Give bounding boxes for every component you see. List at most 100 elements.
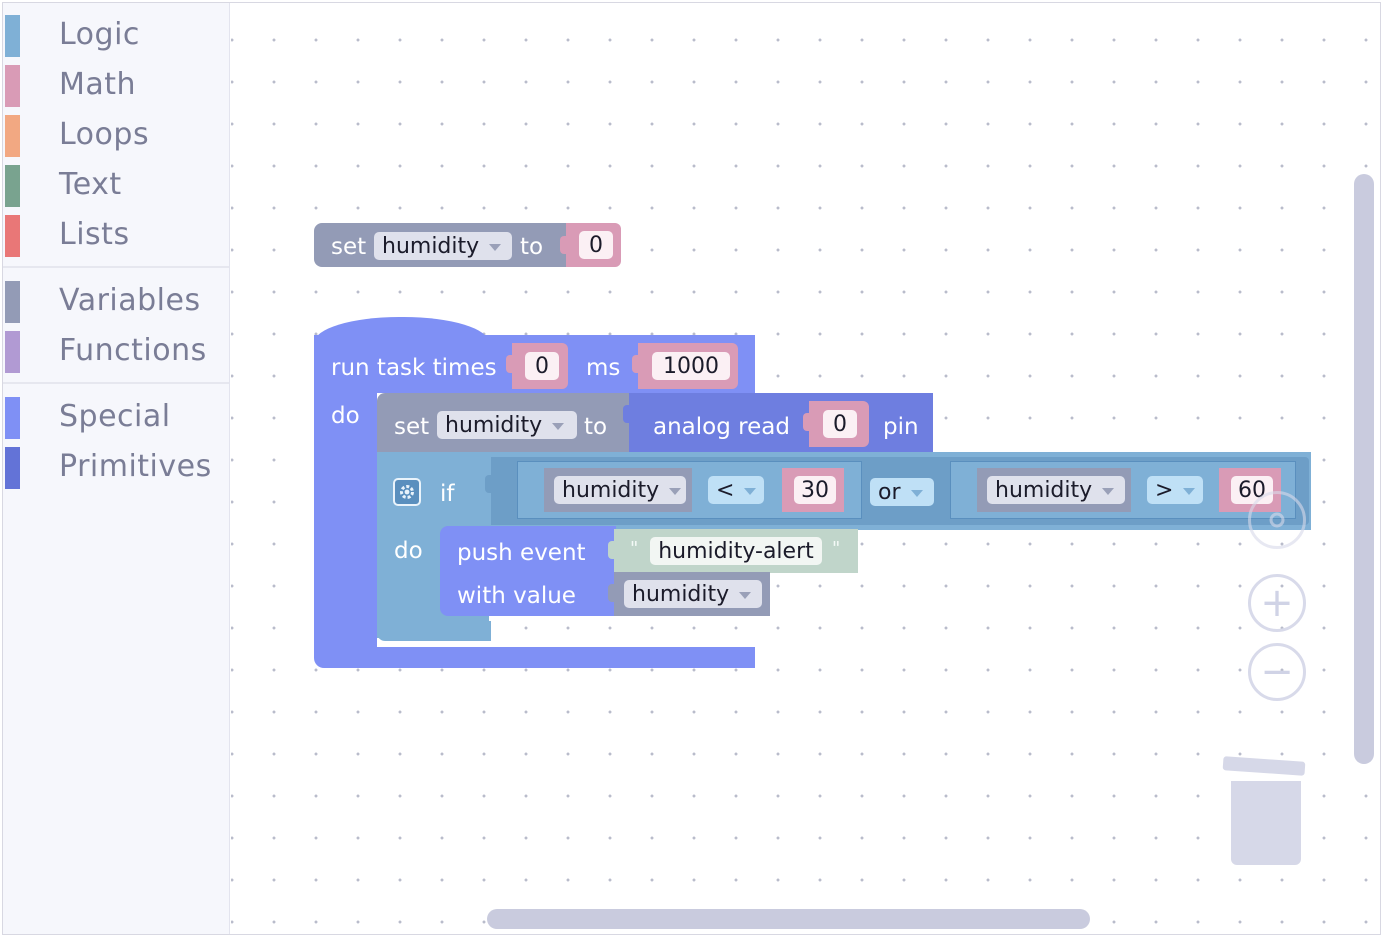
variable-dropdown[interactable]: humidity (624, 580, 762, 608)
input-notch (608, 541, 616, 559)
variable-dropdown[interactable]: humidity (987, 476, 1125, 504)
variable-dropdown[interactable]: humidity (554, 476, 686, 504)
trash-icon[interactable] (1221, 753, 1307, 867)
run-task-footer (314, 647, 755, 668)
category-color-swatch (5, 115, 20, 157)
text-field[interactable]: humidity-alert (650, 537, 822, 565)
toolbox-category-logic[interactable]: Logic (3, 11, 229, 59)
number-block[interactable]: 1000 (632, 343, 738, 389)
variable-name: humidity (382, 233, 480, 259)
toolbox-category-loops[interactable]: Loops (3, 111, 229, 159)
number-field[interactable]: 30 (794, 476, 836, 504)
input-notch (803, 413, 811, 431)
variable-dropdown[interactable]: humidity (374, 232, 512, 260)
toolbox-category-lists[interactable]: Lists (3, 211, 229, 259)
operator-symbol: < (716, 477, 735, 503)
number-field[interactable]: 0 (525, 352, 559, 380)
with-value-keyword: with value (457, 583, 576, 609)
number-block[interactable]: 30 (782, 468, 844, 512)
category-color-swatch (5, 447, 20, 489)
category-label: Functions (59, 333, 207, 368)
category-label: Special (59, 399, 171, 434)
horizontal-scrollbar[interactable] (487, 909, 1090, 929)
to-keyword: to (520, 234, 544, 260)
push-event-keyword: push event (457, 540, 586, 566)
push-event-block[interactable]: push event with value (440, 526, 616, 616)
variable-get-block[interactable]: humidity (977, 468, 1131, 512)
compare-block-right[interactable]: humidity > 60 (950, 461, 1296, 519)
run-task-do-arm (314, 387, 377, 649)
do-keyword: do (331, 403, 360, 429)
crosshair-icon[interactable] (1248, 491, 1306, 549)
vertical-scrollbar[interactable] (1354, 174, 1374, 764)
logic-operator-dropdown[interactable]: or (870, 478, 934, 506)
plus-icon: + (1260, 580, 1294, 626)
variable-name: humidity (632, 581, 730, 607)
if-keyword: if (440, 481, 455, 507)
to-keyword: to (584, 414, 608, 440)
variable-name: humidity (995, 477, 1093, 503)
logic-operation-block[interactable]: humidity < 30 or humidity > 60 (485, 457, 1309, 525)
number-field[interactable]: 0 (579, 231, 613, 259)
variable-get-block[interactable]: humidity (608, 572, 770, 616)
input-notch (560, 236, 568, 254)
toolbox-category-variables[interactable]: Variables (3, 277, 229, 325)
if-do-arm (377, 530, 440, 630)
variable-dropdown[interactable]: humidity (437, 411, 577, 439)
category-color-swatch (5, 65, 20, 107)
chevron-down-icon (739, 591, 752, 599)
set-variable-block-inner[interactable]: set humidity to (377, 393, 639, 453)
chevron-down-icon (1102, 487, 1115, 495)
category-color-swatch (5, 397, 20, 439)
input-notch (632, 355, 640, 373)
set-variable-block-top[interactable]: set humidity to 0 (314, 223, 621, 267)
zoom-out-button[interactable]: − (1248, 643, 1306, 701)
toolbox-category-primitives[interactable]: Primitives (3, 443, 229, 491)
pin-keyword: pin (883, 414, 919, 440)
toolbox-separator (3, 382, 229, 384)
toolbox-category-special[interactable]: Special (3, 393, 229, 441)
category-color-swatch (5, 165, 20, 207)
number-block[interactable]: 0 (506, 343, 568, 389)
variable-name: humidity (445, 412, 543, 438)
operator-dropdown[interactable]: < (708, 476, 764, 504)
set-keyword: set (331, 234, 367, 260)
compare-block-left[interactable]: humidity < 30 (517, 461, 862, 519)
set-keyword: set (394, 414, 430, 440)
number-field[interactable]: 1000 (652, 352, 730, 380)
input-notch (608, 584, 616, 602)
mutator-gear-icon[interactable] (393, 478, 421, 506)
number-field[interactable]: 0 (823, 410, 857, 438)
category-color-swatch (5, 281, 20, 323)
run-task-block[interactable]: run task times 0 ms 1000 do (314, 317, 755, 668)
quote-close-icon: " (832, 538, 841, 559)
if-bottom (377, 621, 491, 641)
category-label: Lists (59, 217, 130, 252)
category-label: Math (59, 67, 137, 102)
zoom-in-button[interactable]: + (1248, 574, 1306, 632)
trash-body (1231, 781, 1301, 865)
operator-dropdown[interactable]: > (1147, 476, 1203, 504)
input-notch (485, 475, 493, 493)
analog-read-keyword: analog read (653, 414, 790, 440)
toolbox-category-text[interactable]: Text (3, 161, 229, 209)
toolbox-category-functions[interactable]: Functions (3, 327, 229, 375)
category-color-swatch (5, 15, 20, 57)
category-color-swatch (5, 331, 20, 373)
chevron-down-icon (1183, 487, 1196, 495)
number-block[interactable]: 0 (560, 223, 621, 267)
category-label: Variables (59, 283, 201, 318)
category-label: Text (59, 167, 122, 202)
operator-word: or (878, 479, 901, 505)
chevron-down-icon (552, 422, 565, 430)
minus-icon: − (1260, 649, 1294, 695)
number-block[interactable]: 0 (803, 401, 869, 447)
variable-get-block[interactable]: humidity (544, 468, 692, 512)
analog-read-block[interactable]: analog read 0 pin (623, 393, 933, 453)
run-task-keyword: run task times (331, 355, 497, 381)
operator-symbol: > (1155, 477, 1174, 503)
toolbox-category-math[interactable]: Math (3, 61, 229, 109)
text-block[interactable]: " humidity-alert " (608, 529, 858, 573)
input-notch (623, 405, 631, 423)
